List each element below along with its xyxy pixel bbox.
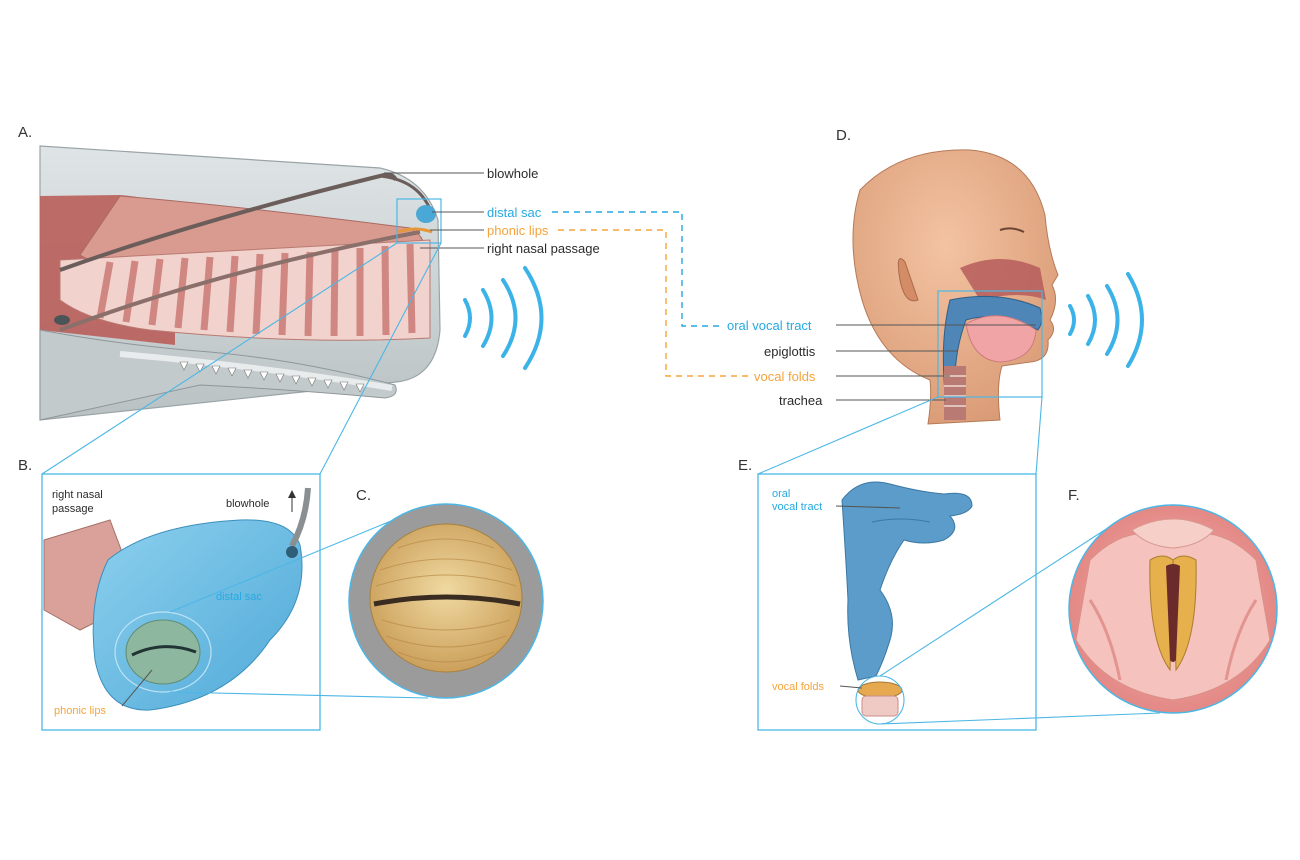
- label-epiglottis: epiglottis: [764, 344, 816, 359]
- label-e-vocal-folds: vocal folds: [772, 681, 824, 693]
- panel-letter-a: A.: [18, 124, 32, 141]
- label-b-blowhole: blowhole: [226, 498, 269, 510]
- label-distal-sac: distal sac: [487, 205, 542, 220]
- human-head-illustration: [852, 149, 1059, 425]
- panel-letter-e: E.: [738, 457, 752, 474]
- distal-sac-small: [416, 205, 436, 223]
- zoom-lines-d-e: [757, 396, 1043, 475]
- distal-sac-illustration: [43, 487, 311, 711]
- panel-letter-d: D.: [836, 127, 851, 144]
- label-b-right-nasal-2: passage: [52, 503, 94, 515]
- sound-waves-icon: [1068, 272, 1144, 368]
- zoom-lines-e-f: [879, 519, 1161, 725]
- panel-letter-b: B.: [18, 457, 32, 474]
- label-trachea: trachea: [779, 393, 823, 408]
- label-phonic-lips: phonic lips: [487, 223, 549, 238]
- vocal-tract-illustration: [841, 481, 973, 725]
- panel-letter-c: C.: [356, 487, 371, 504]
- distal-sac-labels: right nasal passage blowhole distal sac …: [52, 489, 296, 717]
- label-right-nasal-passage: right nasal passage: [487, 241, 600, 256]
- label-vocal-folds: vocal folds: [754, 369, 816, 384]
- label-blowhole: blowhole: [487, 166, 538, 181]
- whale-head-illustration: [39, 145, 441, 421]
- zoom-lines-b-c: [169, 513, 429, 699]
- vocal-folds-closeup: [1068, 504, 1278, 714]
- label-e-oral-1: oral: [772, 488, 790, 500]
- label-b-right-nasal-1: right nasal: [52, 489, 103, 501]
- panel-letter-f: F.: [1068, 487, 1080, 504]
- human-labels: oral vocal tract epiglottis vocal folds …: [727, 318, 1036, 408]
- phonic-lips-closeup: [348, 503, 544, 699]
- sound-waves-icon: [463, 266, 544, 370]
- vocal-tract-labels: oral vocal tract vocal folds: [772, 488, 901, 693]
- label-b-distal-sac: distal sac: [216, 591, 262, 603]
- whale-labels: blowhole distal sac phonic lips right na…: [384, 166, 600, 256]
- zoom-lines-a-b: [41, 242, 442, 475]
- homology-connectors: [552, 211, 748, 377]
- zoom-frame-d: [937, 290, 1043, 398]
- label-b-phonic-lips: phonic lips: [54, 705, 106, 717]
- label-oral-vocal-tract: oral vocal tract: [727, 318, 812, 333]
- junk-striations: [59, 239, 431, 341]
- label-e-oral-2: vocal tract: [772, 501, 822, 513]
- zoom-frame-a: [396, 198, 442, 244]
